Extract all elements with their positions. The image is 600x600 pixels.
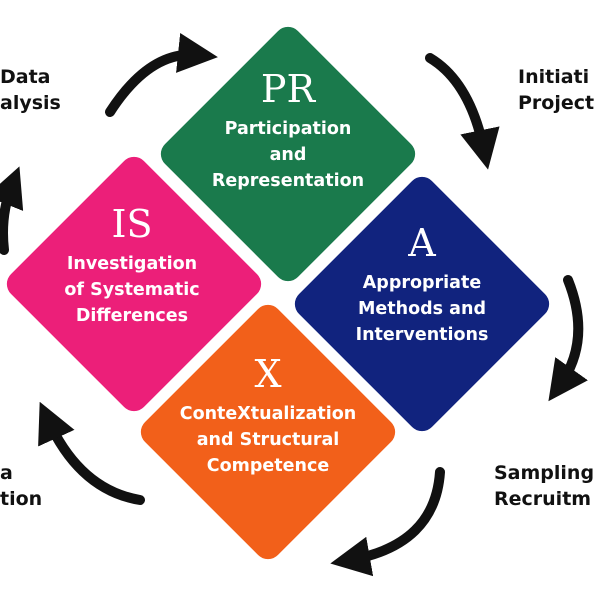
quadrant-is: IS Investigation of Systematic Differenc… — [12, 203, 252, 329]
cycle-arrow-icon — [0, 166, 24, 255]
quadrant-x-abbr: X — [254, 352, 282, 396]
cycle-arrow-icon — [38, 401, 145, 505]
quadrant-x: X ConteXtualization and Structural Compe… — [148, 353, 388, 479]
cycle-arrow-icon — [548, 275, 588, 402]
quadrant-a: A Appropriate Methods and Interventions — [302, 222, 542, 348]
quadrant-pr-desc: Participation and Representation — [211, 119, 365, 191]
quadrant-a-abbr: A — [408, 221, 436, 265]
cycle-label-sampling-recruitment: Sampling Recruitm — [494, 462, 595, 510]
cycle-label-data-analysis: Data alysis — [0, 66, 61, 114]
quadrant-x-desc: ConteXtualization and Structural Compete… — [179, 404, 357, 476]
quadrant-is-desc: Investigation of Systematic Differences — [64, 254, 200, 326]
cycle-arrow-icon — [105, 33, 218, 117]
cycle-arrow-icon — [330, 467, 445, 577]
quadrant-pr: PR Participation and Representation — [168, 68, 408, 194]
quadrant-pr-abbr: PR — [260, 67, 316, 111]
cycle-label-initiating-project: Initiati Project — [518, 66, 595, 114]
cycle-arrow-icon — [425, 53, 500, 170]
quadrant-is-abbr: IS — [111, 202, 153, 246]
quadrant-a-desc: Appropriate Methods and Interventions — [355, 273, 489, 345]
cycle-label-data-collection: a tion — [0, 462, 43, 510]
